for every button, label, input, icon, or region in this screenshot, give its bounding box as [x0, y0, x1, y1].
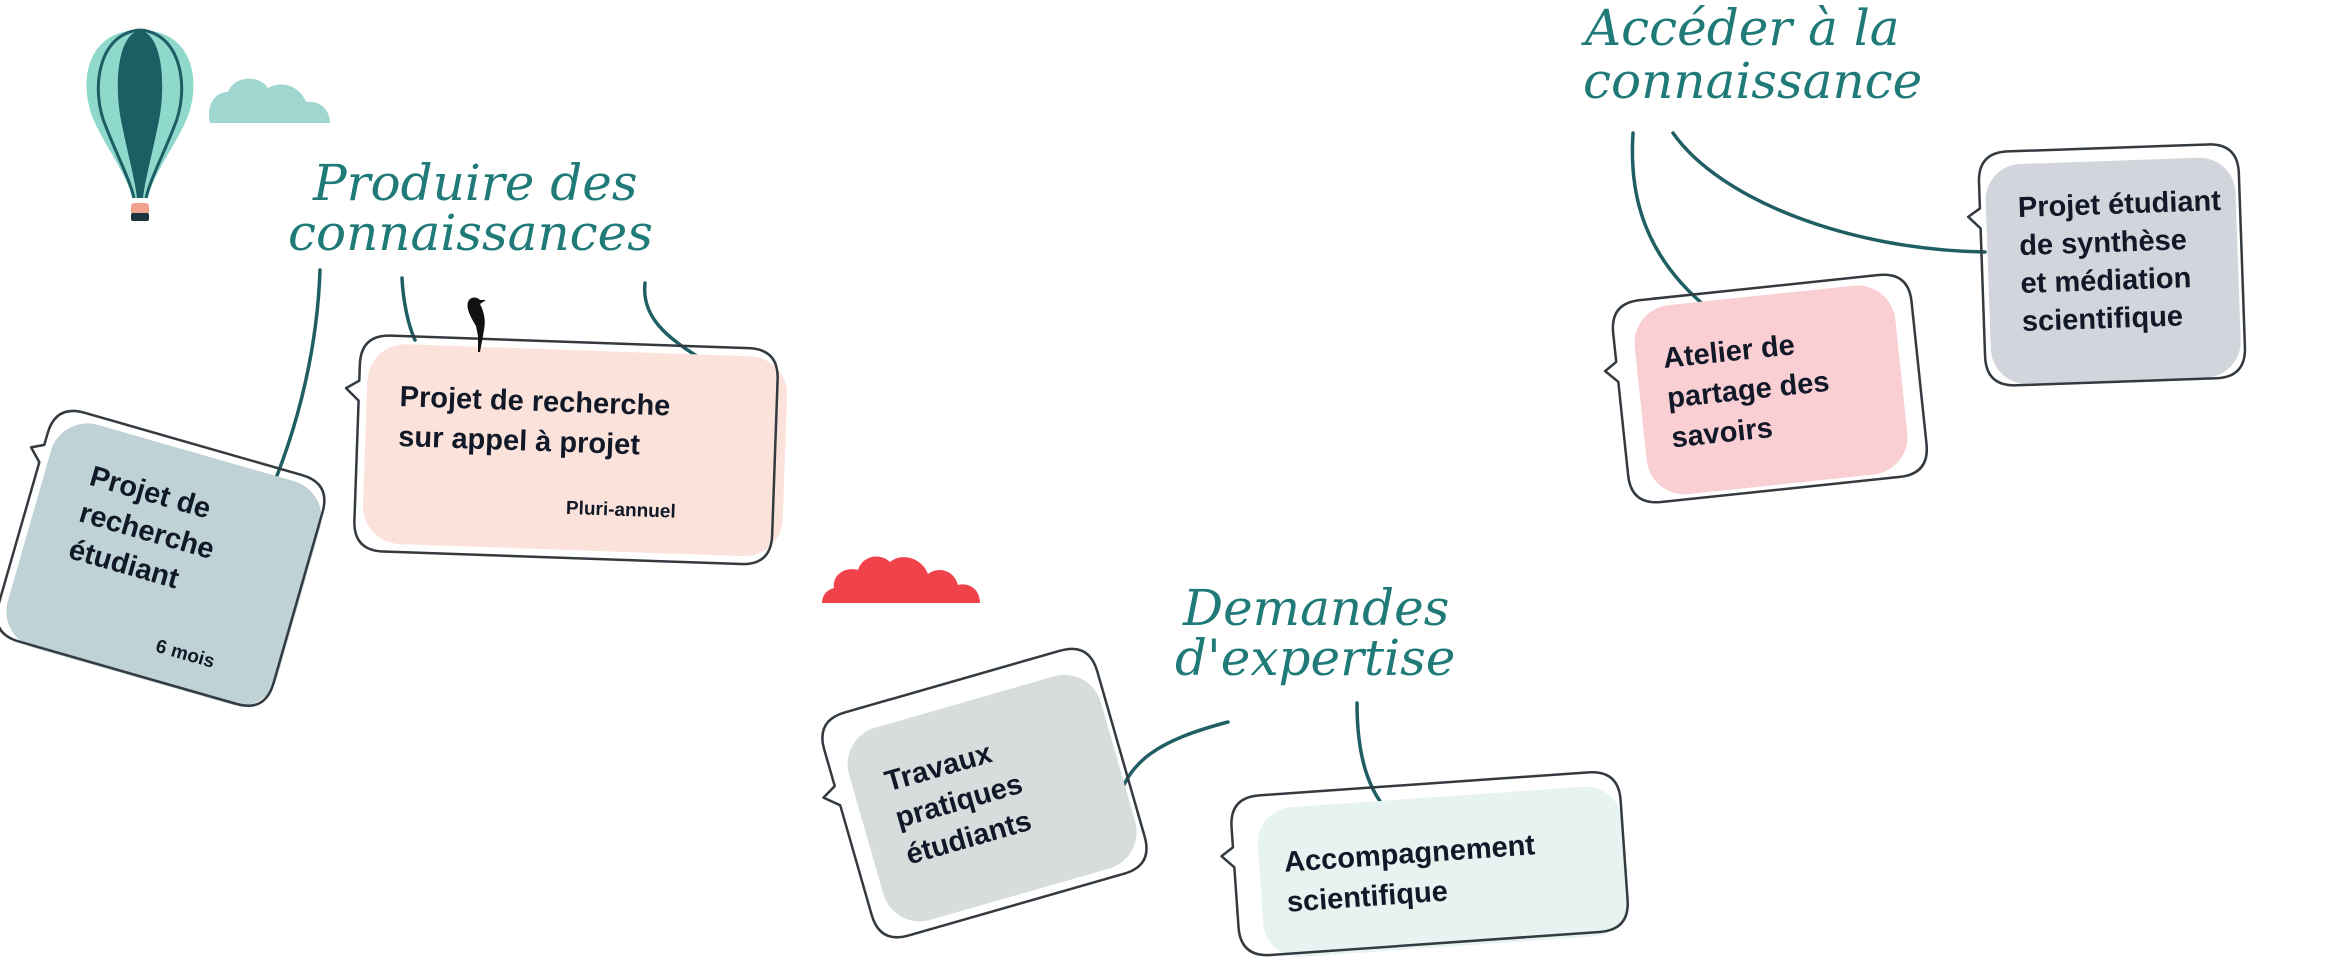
svg-text:scientifique: scientifique — [2021, 300, 2183, 338]
svg-text:Produire des: Produire des — [312, 154, 638, 212]
card-travaux-pratiques: Travaux pratiques étudiants — [821, 647, 1148, 939]
svg-text:Projet étudiant: Projet étudiant — [2017, 185, 2221, 224]
card-projet-recherche-appel: Projet de recherche sur appel à projet P… — [344, 334, 788, 566]
card-projet-recherche-etudiant: Projet de recherche étudiant 6 mois — [0, 409, 326, 707]
hot-air-balloon-icon — [86, 28, 194, 221]
cloud-icon — [208, 78, 330, 123]
heading-demandes: Demandes d'expertise — [1175, 579, 1455, 687]
svg-text:Pluri-annuel: Pluri-annuel — [566, 498, 676, 523]
svg-text:Demandes: Demandes — [1182, 579, 1449, 637]
cloud-icon — [822, 556, 980, 603]
heading-acceder: Accéder à la connaissance — [1581, 0, 1922, 110]
svg-text:d'expertise: d'expertise — [1175, 629, 1455, 687]
svg-text:de synthèse: de synthèse — [2019, 224, 2188, 262]
card-atelier-partage: Atelier de partage des savoirs — [1603, 273, 1929, 504]
svg-text:connaissances: connaissances — [288, 204, 653, 262]
heading-produire: Produire des connaissances — [288, 154, 653, 262]
svg-text:et médiation: et médiation — [2020, 262, 2192, 300]
card-accompagnement: Accompagnement scientifique — [1220, 771, 1629, 957]
svg-text:connaissance: connaissance — [1583, 52, 1922, 110]
bird-icon — [467, 297, 486, 352]
svg-text:Accéder à la: Accéder à la — [1581, 0, 1900, 57]
card-projet-etudiant-synthese: Projet étudiant de synthèse et médiation… — [1966, 143, 2247, 387]
